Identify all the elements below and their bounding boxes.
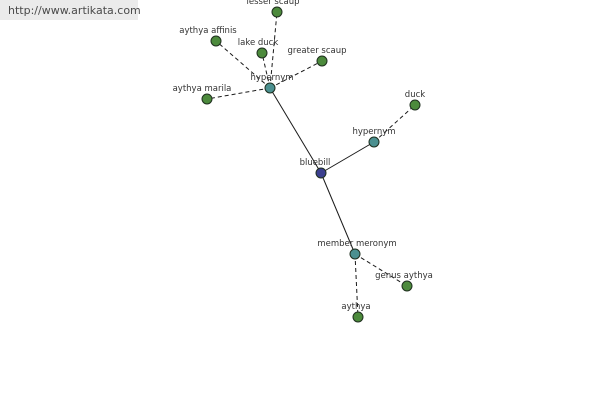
- edge-bluebill-hyp2: [320, 141, 375, 174]
- nodes-layer: [201, 6, 421, 323]
- watermark-banner: http://www.artikata.com: [0, 0, 141, 20]
- node-duck[interactable]: [409, 99, 421, 111]
- edge-hyp1-greater: [269, 60, 323, 89]
- node-label-bluebill: bluebill: [300, 158, 331, 168]
- edges-layer: [206, 11, 416, 318]
- node-genus[interactable]: [401, 280, 413, 292]
- node-label-hyp1: hypernym: [250, 73, 293, 83]
- node-lake[interactable]: [256, 47, 268, 59]
- edge-hyp1-affinis: [215, 40, 271, 89]
- node-aythya[interactable]: [352, 311, 364, 323]
- node-hyp2[interactable]: [368, 136, 380, 148]
- node-marila[interactable]: [201, 93, 213, 105]
- node-label-mem: member meronym: [317, 239, 396, 249]
- node-label-greater: greater scaup: [288, 46, 347, 56]
- edge-hyp2-duck: [373, 104, 416, 143]
- node-label-lake: lake duck: [238, 38, 279, 48]
- edge-hyp1-lesser: [269, 11, 278, 89]
- node-bluebill[interactable]: [315, 167, 327, 179]
- node-label-aythya: aythya: [341, 302, 370, 312]
- node-label-duck: duck: [405, 90, 425, 100]
- node-label-affinis: aythya affinis: [179, 26, 237, 36]
- edge-hyp1-lake: [261, 52, 271, 89]
- node-label-lesser: lesser scaup: [247, 0, 300, 7]
- edge-bluebill-hyp1: [269, 87, 322, 174]
- watermark-url: http://www.artikata.com: [8, 4, 141, 17]
- node-hyp1[interactable]: [264, 82, 276, 94]
- node-lesser[interactable]: [271, 6, 283, 18]
- node-label-genus: genus aythya: [375, 271, 433, 281]
- node-greater[interactable]: [316, 55, 328, 67]
- labels-layer: bluebill hypernym hypernym member meronym le…: [173, 0, 433, 312]
- edge-mem-genus: [354, 253, 408, 287]
- edge-mem-aythya: [354, 253, 359, 318]
- node-affinis[interactable]: [210, 35, 222, 47]
- edge-hyp1-marila: [206, 87, 271, 100]
- node-mem[interactable]: [349, 248, 361, 260]
- node-label-marila: aythya marila: [173, 84, 232, 94]
- edge-bluebill-mem: [320, 172, 356, 255]
- node-label-hyp2: hypernym: [352, 127, 395, 137]
